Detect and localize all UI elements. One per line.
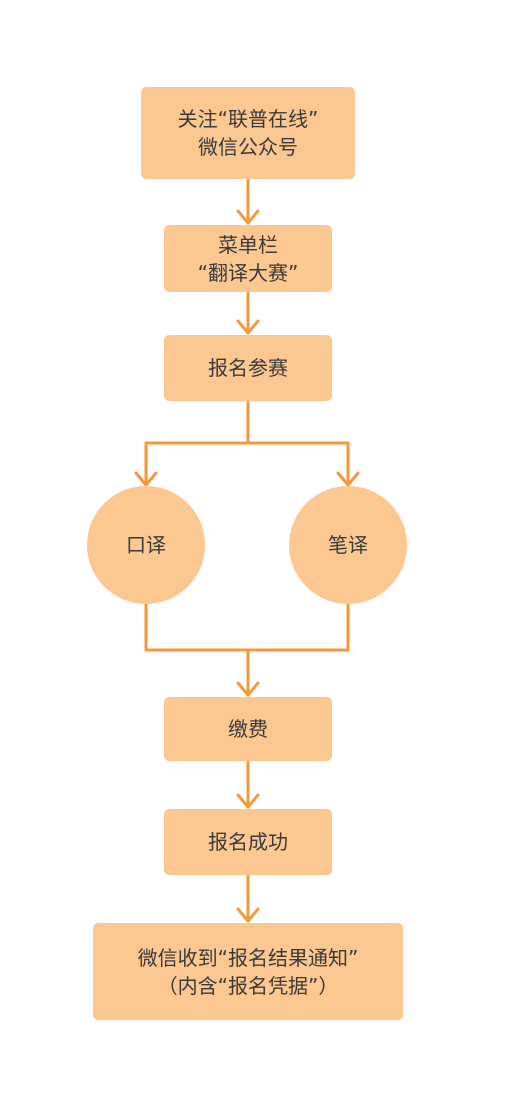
connector-register-split [144,400,350,445]
arrowhead-translation [336,471,360,487]
node-success: 报名成功 [164,809,332,875]
node-follow-line1: 关注“联普在线” [177,107,319,131]
arrowhead-payment [236,681,260,697]
node-interpretation-label: 口译 [126,533,166,557]
node-payment: 缴费 [164,697,332,761]
node-register: 报名参赛 [164,335,332,401]
node-follow-line2: 微信公众号 [197,135,298,159]
node-interpretation: 口译 [87,486,205,604]
arrowhead-success [236,793,260,809]
arrowhead-notice [236,907,260,923]
arrowhead-menu [236,209,260,225]
connector-merge [144,601,350,652]
node-follow: 关注“联普在线” 微信公众号 [141,87,355,179]
node-menu: 菜单栏 “翻译大赛” [164,225,332,292]
node-notice: 微信收到“报名结果通知” （内含“报名凭据”） [93,923,403,1020]
arrowhead-register [236,319,260,335]
node-notice-line1: 微信收到“报名结果通知” [137,945,359,970]
node-success-label: 报名成功 [208,830,288,854]
node-translation-label: 笔译 [328,533,368,557]
node-register-label: 报名参赛 [208,356,288,380]
node-notice-line2: （内含“报名凭据”） [157,973,339,998]
node-menu-line2: “翻译大赛” [197,260,299,285]
node-translation: 笔译 [289,486,407,604]
arrowhead-interpretation [134,471,158,487]
node-payment-label: 缴费 [228,717,268,741]
node-menu-line1: 菜单栏 [217,232,278,257]
